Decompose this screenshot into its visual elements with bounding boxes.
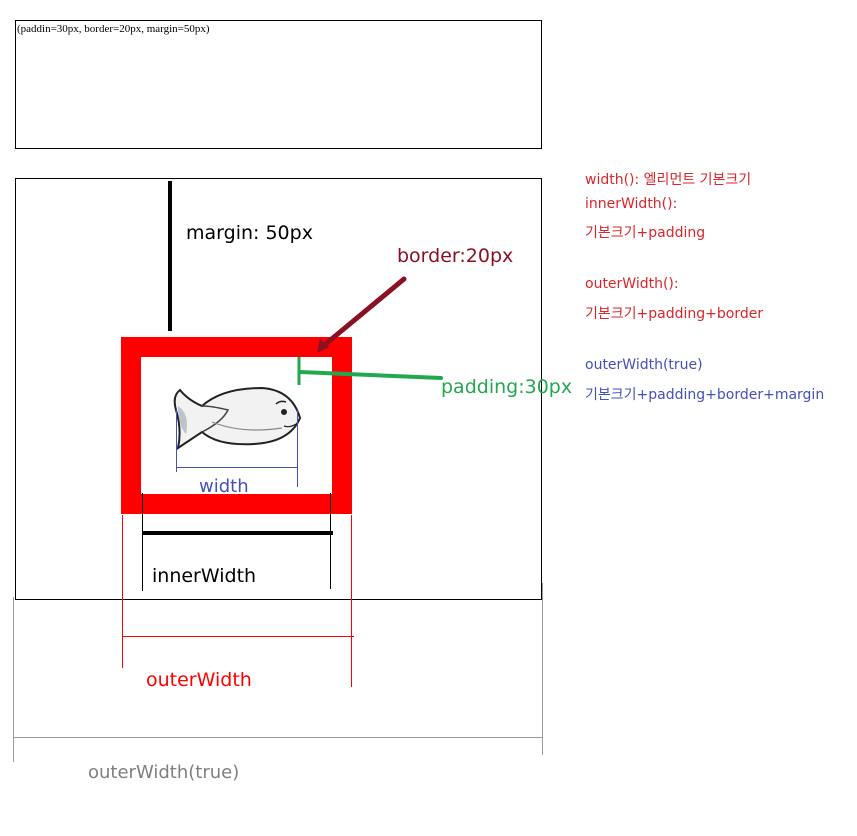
inner-width-measure-line — [142, 531, 333, 535]
outer-width-true-label: outerWidth(true) — [88, 762, 240, 783]
outer-width-measure-line — [122, 636, 354, 637]
note-inner-width-title: innerWidth(): — [585, 196, 678, 212]
width-right-marker — [297, 410, 298, 487]
note-outer-width-true-desc: 기본크기+padding+border+margin — [585, 387, 825, 403]
margin-indicator-line — [168, 181, 172, 331]
padding-label: padding:30px — [441, 376, 573, 398]
note-inner-width-desc: 기본크기+padding — [585, 225, 706, 241]
outer-width-true-measure-line — [13, 737, 543, 738]
outer-width-true-right-marker — [542, 583, 543, 755]
width-left-marker — [176, 410, 177, 472]
inner-width-left-marker — [142, 493, 143, 591]
inner-width-right-marker — [330, 493, 331, 589]
outer-width-true-left-marker — [13, 597, 14, 762]
width-label: width — [199, 476, 249, 497]
outer-width-label: outerWidth — [146, 669, 252, 691]
note-outer-width-true-title: outerWidth(true) — [585, 357, 703, 373]
note-width: width(): 엘리먼트 기본크기 — [585, 172, 752, 188]
inner-width-label: innerWidth — [152, 565, 257, 587]
demo-caption: (paddin=30px, border=20px, margin=50px) — [17, 23, 210, 35]
padding-arrow — [298, 370, 443, 380]
width-measure-line — [176, 467, 298, 468]
border-label: border:20px — [397, 245, 514, 267]
margin-label: margin: 50px — [186, 222, 313, 244]
border-arrow — [319, 276, 407, 350]
border-arrow-head — [317, 339, 329, 353]
note-outer-width-title: outerWidth(): — [585, 276, 679, 292]
note-outer-width-desc: 기본크기+padding+border — [585, 306, 764, 322]
demo-caption-box — [15, 20, 542, 149]
element-border-box — [121, 337, 352, 514]
margin-area-box — [15, 178, 542, 600]
outer-width-right-marker — [351, 515, 352, 687]
outer-width-left-marker — [122, 515, 123, 668]
